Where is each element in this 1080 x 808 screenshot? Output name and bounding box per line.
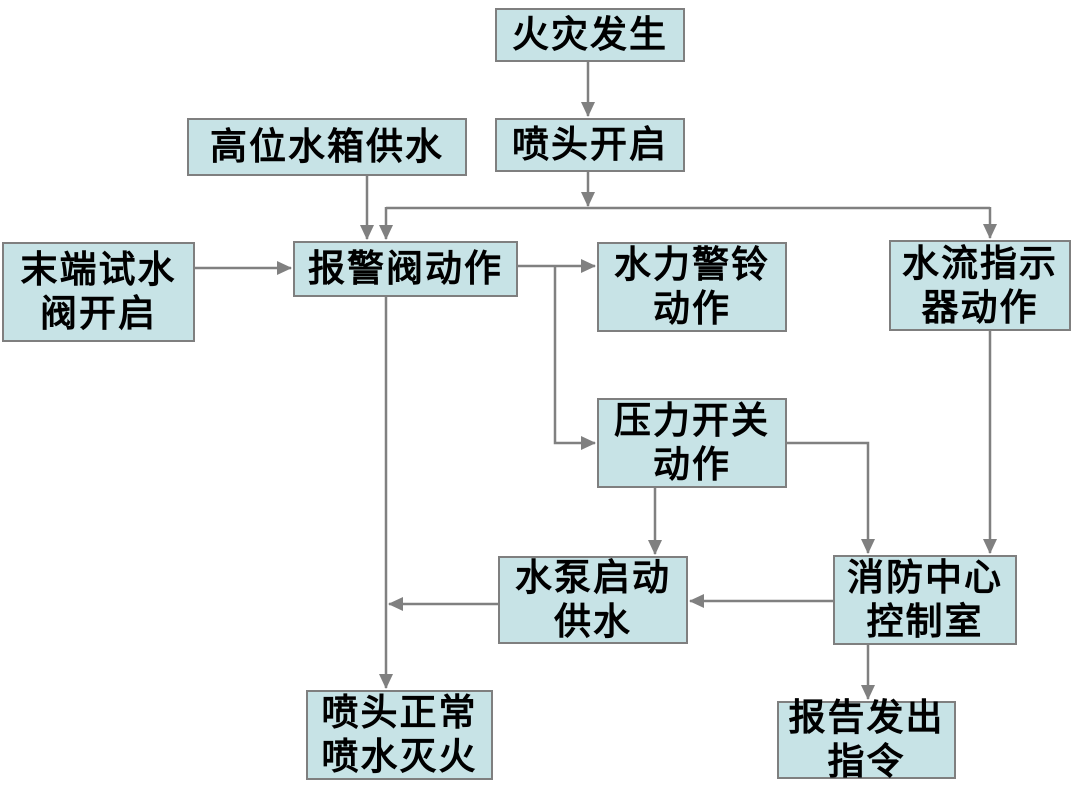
node-pressure-switch-label: 压力开关 动作 (614, 399, 770, 486)
node-sprinkler-extinguish-label: 喷头正常 喷水灭火 (321, 691, 478, 778)
edge-pressure-to-center (787, 441, 875, 554)
node-report-command: 报告发出 指令 (777, 696, 956, 783)
node-end-test-valve-label: 末端试水 阀开启 (20, 248, 177, 335)
node-fire-occurs-label: 火灾发生 (512, 13, 668, 57)
node-hydraulic-bell-label: 水力警铃 动作 (614, 243, 770, 330)
node-sprinkler-opens: 喷头开启 (495, 118, 685, 172)
node-end-test-valve: 末端试水 阀开启 (2, 242, 195, 342)
node-flow-indicator-label: 水流指示 器动作 (902, 241, 1058, 329)
node-pump-start-label: 水泵启动 供水 (515, 556, 671, 643)
node-alarm-valve-label: 报警阀动作 (308, 247, 503, 291)
node-flow-indicator: 水流指示 器动作 (889, 240, 1071, 331)
node-pressure-switch: 压力开关 动作 (597, 398, 787, 488)
node-sprinkler-extinguish: 喷头正常 喷水灭火 (306, 690, 493, 780)
node-fire-control-center-label: 消防中心 控制室 (847, 556, 1003, 643)
node-high-tank-supply: 高位水箱供水 (187, 118, 467, 176)
node-sprinkler-opens-label: 喷头开启 (512, 123, 668, 167)
node-fire-control-center: 消防中心 控制室 (833, 555, 1017, 645)
node-hydraulic-bell: 水力警铃 动作 (597, 242, 787, 332)
node-report-command-label: 报告发出 指令 (788, 696, 945, 783)
node-fire-occurs: 火灾发生 (495, 8, 685, 62)
edge-alarm-to-pressure (553, 266, 596, 450)
node-alarm-valve: 报警阀动作 (293, 241, 518, 297)
node-high-tank-supply-label: 高位水箱供水 (210, 125, 444, 169)
node-pump-start: 水泵启动 供水 (498, 556, 688, 644)
